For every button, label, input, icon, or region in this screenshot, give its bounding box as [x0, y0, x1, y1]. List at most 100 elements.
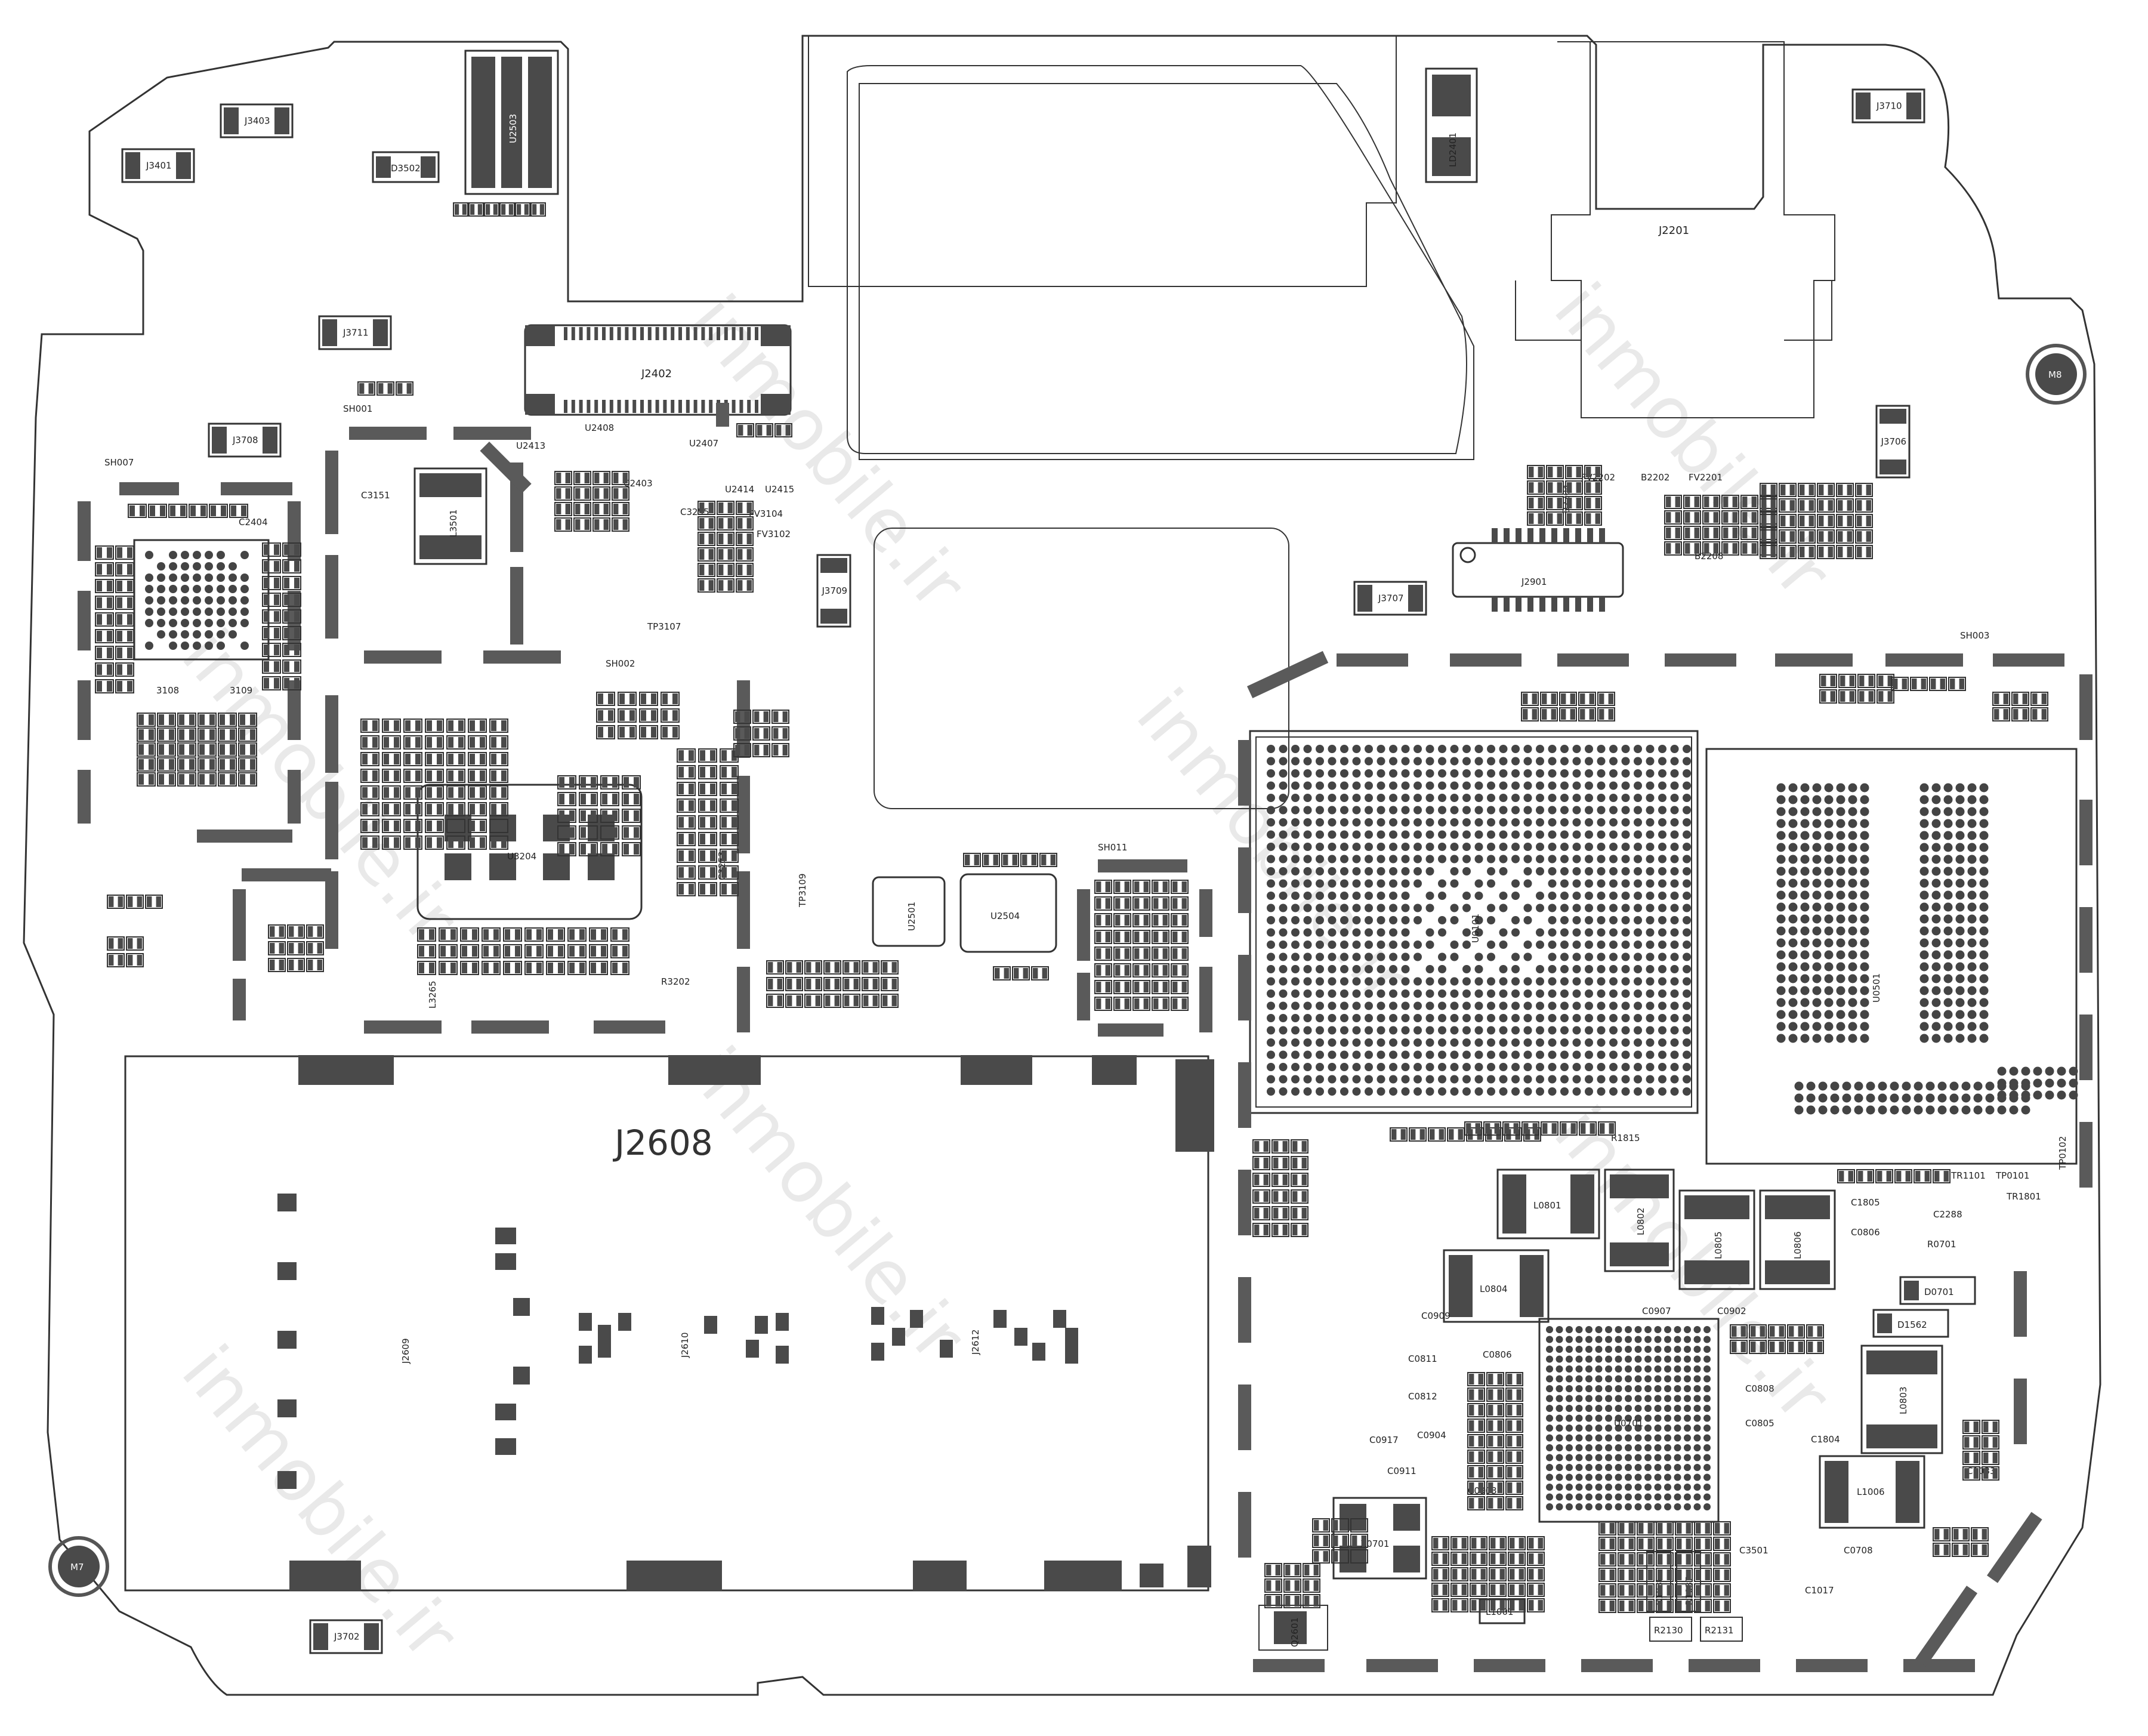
- bga-ball: [1438, 1050, 1446, 1059]
- passive-pad: [787, 995, 792, 1006]
- passive: [1817, 514, 1835, 528]
- passive-pad: [97, 564, 102, 575]
- passive: [1546, 496, 1564, 510]
- passive: [1505, 1496, 1523, 1510]
- passive-pad: [1713, 497, 1718, 507]
- bga-ball: [1536, 989, 1544, 998]
- passive: [1721, 495, 1739, 509]
- passive-pad: [737, 518, 743, 529]
- bga-ball: [1890, 1105, 1899, 1115]
- bga-ball: [1670, 830, 1679, 839]
- bga-ball: [1414, 843, 1422, 851]
- bga-ball: [1788, 867, 1798, 876]
- passive-pad: [308, 960, 313, 970]
- bga-ball: [1575, 1434, 1583, 1442]
- bga-ball: [1609, 806, 1618, 815]
- passive-pad: [211, 505, 216, 516]
- bga-ball: [1703, 1454, 1711, 1461]
- passive: [755, 423, 773, 437]
- passive-pad: [415, 770, 421, 781]
- bga-ball: [1925, 1105, 1935, 1115]
- bga-ball: [1800, 1022, 1810, 1031]
- bga-ball: [1634, 941, 1642, 949]
- passive: [1565, 480, 1583, 495]
- bga-ball: [1414, 1001, 1422, 1010]
- passive-pad: [230, 759, 235, 770]
- bga-ball: [1499, 1038, 1508, 1047]
- passive-pad: [1658, 1538, 1663, 1549]
- passive-pad: [1742, 497, 1748, 507]
- passive-pad: [284, 611, 289, 622]
- bga-ball: [1523, 1050, 1532, 1059]
- bga-ball: [169, 608, 177, 616]
- bga-ball: [1597, 989, 1606, 998]
- passive-pad: [149, 714, 154, 725]
- bga-ball: [1824, 867, 1834, 876]
- bga-ball: [1365, 989, 1373, 998]
- bga-ball: [1340, 1001, 1348, 1010]
- passive: [499, 202, 515, 217]
- passive-pad: [378, 383, 384, 394]
- passive: [1505, 1403, 1523, 1417]
- svg-text:TP0101: TP0101: [1995, 1170, 2029, 1181]
- bga-ball: [1340, 843, 1348, 851]
- passive-pad: [440, 963, 446, 973]
- passive-pad: [1181, 965, 1187, 976]
- bga-ball: [1788, 890, 1798, 900]
- connector-pin: [1551, 597, 1557, 612]
- passive-pad: [699, 518, 705, 529]
- passive: [1962, 1420, 1980, 1434]
- passive-pad: [689, 850, 694, 861]
- passive: [804, 960, 822, 975]
- bga-ball: [1560, 965, 1569, 973]
- passive: [360, 785, 379, 800]
- passive-pad: [1542, 693, 1547, 704]
- bga-ball: [1536, 941, 1544, 949]
- passive-pad: [526, 963, 532, 973]
- bga-ball: [1438, 989, 1446, 998]
- bga-ball: [1585, 1444, 1593, 1451]
- passive-pad: [624, 794, 629, 804]
- bga-ball: [1621, 916, 1630, 924]
- bga-ball: [1389, 745, 1397, 753]
- bga-ball: [1621, 1001, 1630, 1010]
- passive-pad: [1516, 1482, 1522, 1493]
- passive-pad: [384, 787, 389, 798]
- bga-ball: [145, 573, 153, 582]
- passive-pad: [274, 661, 279, 672]
- shield-segment: [1077, 889, 1090, 961]
- passive-pad: [109, 955, 114, 966]
- passive: [282, 542, 301, 557]
- bga-ball: [1776, 831, 1786, 840]
- passive-pad: [732, 784, 737, 794]
- bga-ball: [1414, 989, 1422, 998]
- bga-ball: [1605, 1473, 1612, 1481]
- passive-pad: [264, 661, 269, 672]
- bga-ball: [1812, 855, 1822, 864]
- bga-ball: [1585, 952, 1593, 961]
- passive-pad: [1586, 498, 1591, 508]
- passive-pad: [517, 204, 521, 215]
- passive: [1467, 1403, 1485, 1417]
- bga-ball: [1860, 867, 1869, 876]
- bga-ball: [1352, 879, 1361, 888]
- shield-segment: [325, 451, 338, 534]
- bga-ball: [1523, 989, 1532, 998]
- bga-ball: [1621, 1038, 1630, 1047]
- bga-ball: [1595, 1405, 1603, 1412]
- bga-ball: [217, 596, 225, 605]
- bga-ball: [1365, 965, 1373, 973]
- passive: [1291, 1173, 1308, 1187]
- passive-pad: [1992, 1468, 1998, 1479]
- bga-ball: [1572, 843, 1581, 851]
- bga-ball: [1585, 965, 1593, 973]
- bga-ball: [1566, 1444, 1573, 1451]
- svg-text:U0501: U0501: [1871, 973, 1882, 1003]
- bga-ball: [1548, 818, 1557, 827]
- bga-ball: [1609, 977, 1618, 986]
- bga-ball: [240, 585, 249, 593]
- passive-pad: [1480, 1538, 1486, 1549]
- passive-pad: [1050, 855, 1056, 865]
- bga-ball: [1414, 1026, 1422, 1035]
- bga-ball: [1365, 1087, 1373, 1096]
